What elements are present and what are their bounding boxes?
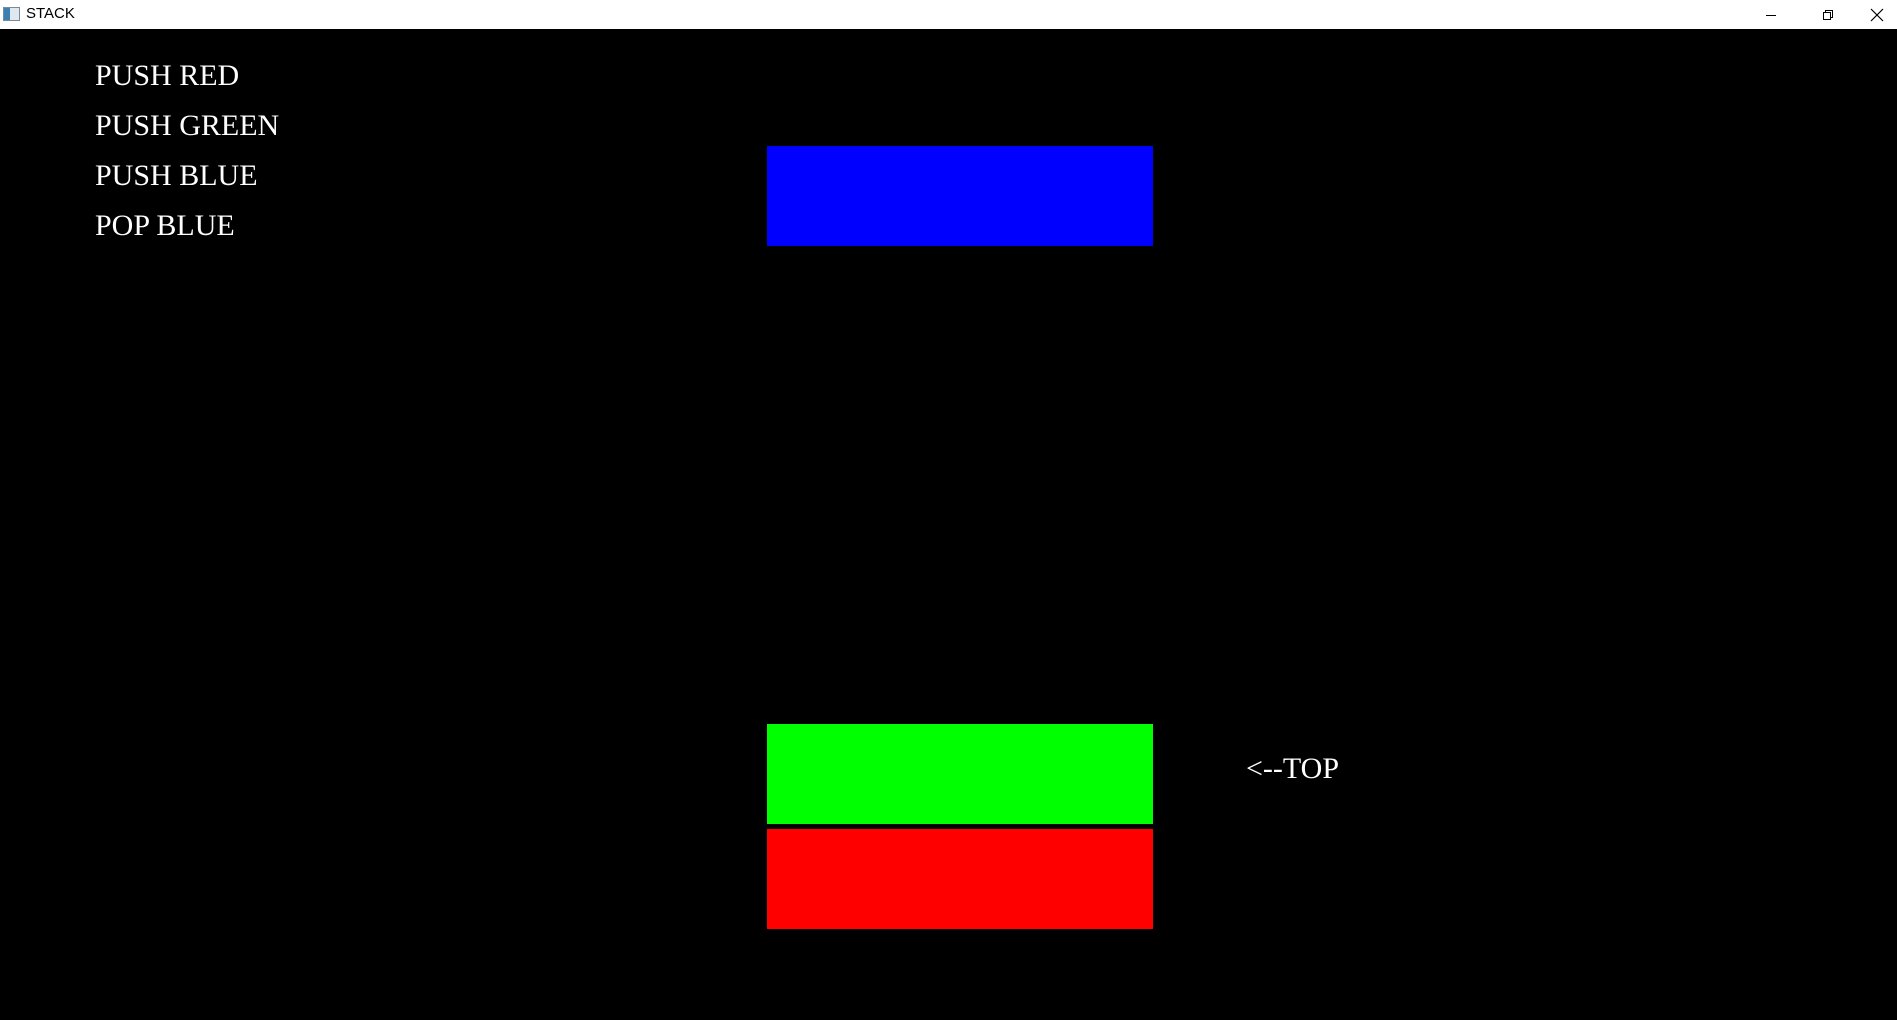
window-title: STACK <box>26 5 75 22</box>
app-icon <box>3 7 20 21</box>
title-bar[interactable]: STACK <box>0 0 1897 29</box>
stack-block-red <box>767 829 1153 929</box>
stack-canvas: PUSH RED PUSH GREEN PUSH BLUE POP BLUE <… <box>0 29 1897 1020</box>
operation-item: PUSH GREEN <box>95 109 280 142</box>
operation-log: PUSH RED PUSH GREEN PUSH BLUE POP BLUE <box>95 51 279 251</box>
stack-block-green <box>767 724 1153 824</box>
minimize-icon <box>1766 14 1776 16</box>
operation-item: PUSH RED <box>95 59 240 92</box>
popped-block-blue <box>767 146 1153 246</box>
top-pointer-label: <--TOP <box>1246 752 1340 785</box>
restore-icon <box>1823 9 1833 20</box>
operation-item: PUSH BLUE <box>95 159 258 192</box>
restore-button[interactable] <box>1800 0 1856 29</box>
close-button[interactable] <box>1857 0 1897 29</box>
operation-item: POP BLUE <box>95 209 235 242</box>
minimize-button[interactable] <box>1743 0 1799 29</box>
close-icon <box>1870 8 1884 21</box>
